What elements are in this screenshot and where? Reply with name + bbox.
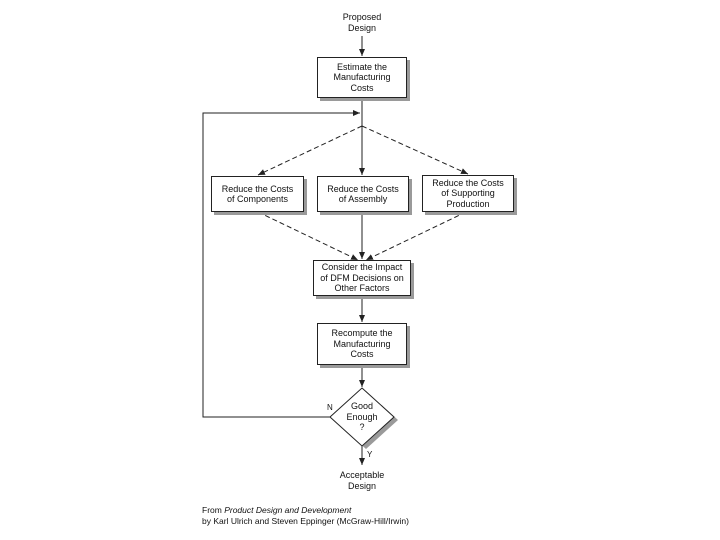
end-node-acceptable-design: Acceptable Design [339, 470, 385, 491]
arrow-decision-no-loop [202, 110, 360, 418]
caption-book-title: Product Design and Development [224, 505, 352, 515]
source-caption: From Product Design and Development by K… [202, 505, 409, 527]
step-consider-dfm-impact: Consider the Impact of DFM Decisions on … [313, 260, 411, 296]
decision-yes-label: Y [367, 450, 373, 459]
start-node-proposed-design: Proposed Design [342, 12, 382, 33]
decision-good-enough-label: Good Enough ? [346, 401, 378, 432]
decision-no-label: N [327, 403, 333, 412]
dashed-arrow-supporting-to-impact [365, 211, 467, 261]
step-reduce-component-costs: Reduce the Costs of Components [211, 176, 304, 212]
step-estimate-costs: Estimate the Manufacturing Costs [317, 57, 407, 98]
caption-line-1: From Product Design and Development [202, 505, 409, 516]
dashed-arrow-to-supporting [361, 125, 469, 175]
step-recompute-costs: Recompute the Manufacturing Costs [317, 323, 407, 365]
caption-prefix: From [202, 505, 225, 515]
dashed-arrow-to-components [257, 125, 363, 176]
caption-byline: by Karl Ulrich and Steven Eppinger (McGr… [202, 516, 409, 526]
step-reduce-assembly-costs: Reduce the Costs of Assembly [317, 176, 409, 212]
dashed-arrow-components-to-impact [257, 211, 359, 261]
step-reduce-supporting-production-costs: Reduce the Costs of Supporting Productio… [422, 175, 514, 212]
